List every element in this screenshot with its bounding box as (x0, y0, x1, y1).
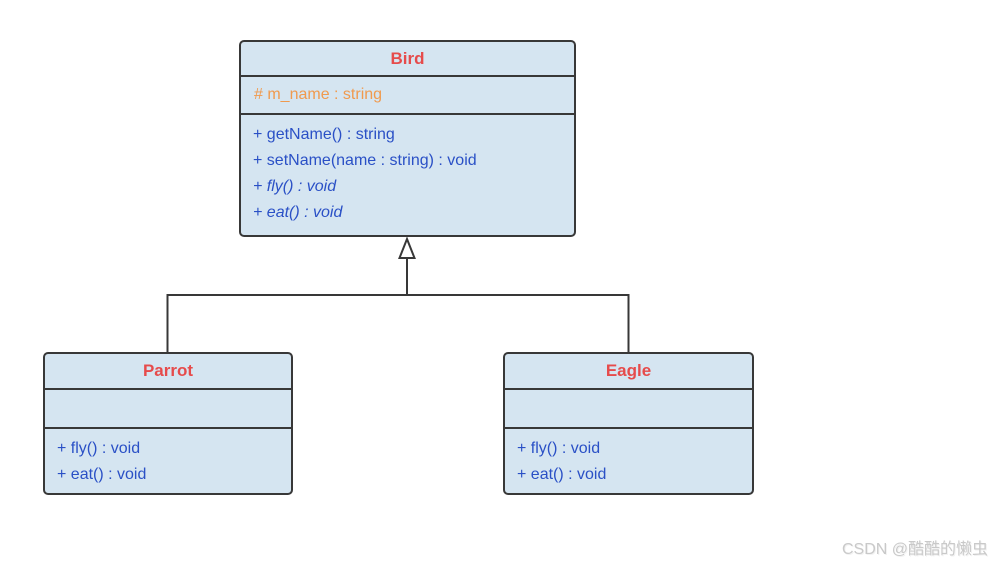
class-methods-eagle: + fly() : void + eat() : void (505, 429, 752, 495)
class-methods-bird: + getName() : string + setName(name : st… (241, 115, 574, 233)
watermark: CSDN @酷酷的懒虫 (841, 541, 988, 558)
generalization-bus-line (166, 294, 630, 352)
class-box-eagle: Eagle + fly() : void + eat() : void (503, 352, 754, 495)
method-eat-abstract: + eat() : void (253, 204, 343, 221)
class-name-parrot: Parrot (45, 354, 291, 390)
method-getname: + getName() : string (253, 126, 395, 143)
attribute-m-name: # m_name : string (254, 86, 383, 103)
class-box-bird: Bird # m_name : string + getName() : str… (239, 40, 576, 237)
method-eat: + eat() : void (517, 466, 607, 483)
class-attributes-parrot-empty (45, 390, 291, 429)
class-attributes-eagle-empty (505, 390, 752, 429)
method-fly-abstract: + fly() : void (253, 178, 337, 195)
method-setname: + setName(name : string) : void (253, 152, 477, 169)
method-fly: + fly() : void (57, 440, 141, 457)
method-fly: + fly() : void (517, 440, 601, 457)
class-box-parrot: Parrot + fly() : void + eat() : void (43, 352, 293, 495)
method-eat: + eat() : void (57, 466, 147, 483)
class-name-eagle: Eagle (505, 354, 752, 390)
class-attributes-bird: # m_name : string (241, 77, 574, 115)
class-name-bird: Bird (241, 42, 574, 77)
class-methods-parrot: + fly() : void + eat() : void (45, 429, 291, 495)
inheritance-triangle-icon (398, 236, 416, 259)
